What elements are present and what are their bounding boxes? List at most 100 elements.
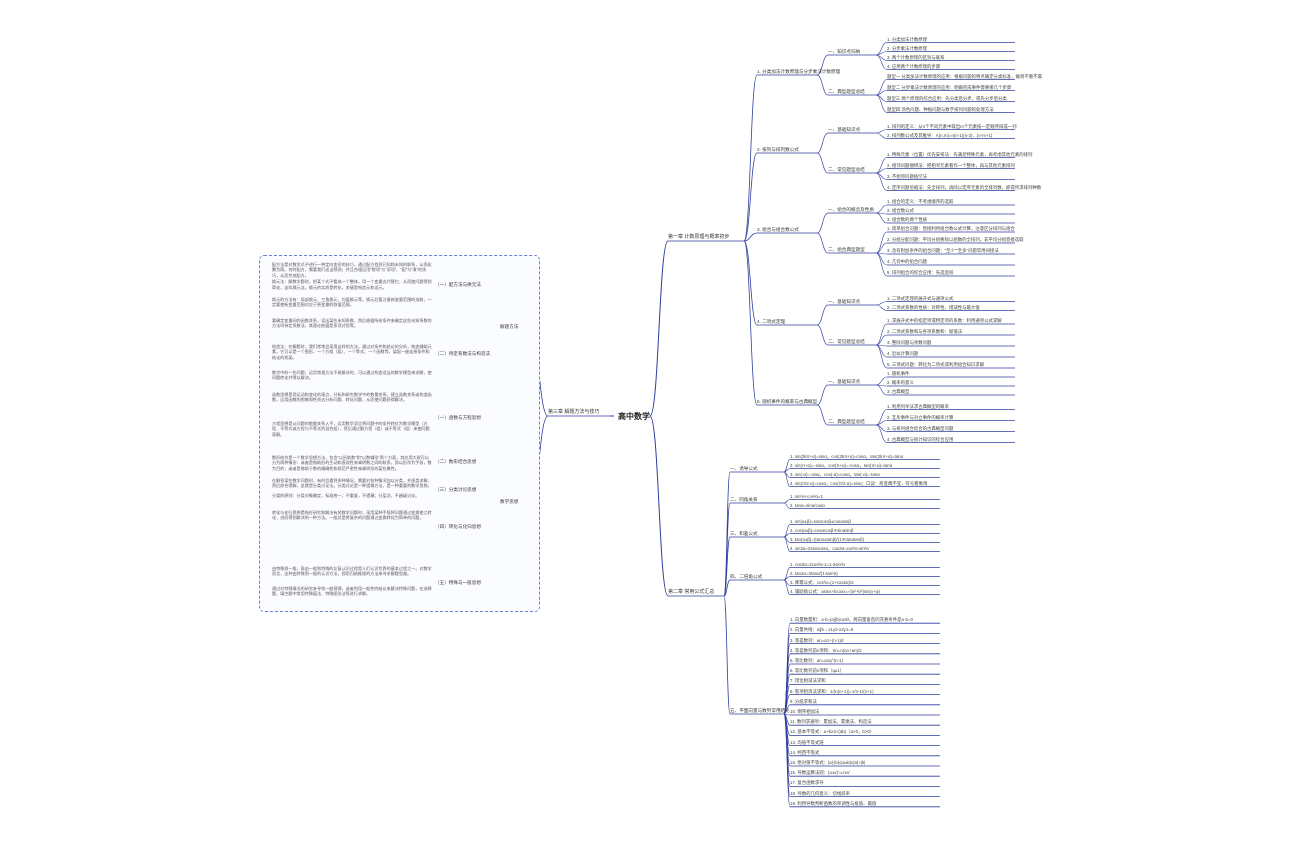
formula-item[interactable]: 4. sin(π/2-α)=cosα，cos(π/2-α)=sinα；口诀：奇变… bbox=[790, 480, 928, 486]
section-group[interactable]: 二、典型题型总结 bbox=[828, 419, 865, 424]
leaf-item[interactable]: 题型二 分步乘法计数原理的应用：明确完成事件需要哪几个步骤 bbox=[887, 84, 1012, 90]
mindmap-root[interactable]: 高中数学 bbox=[618, 412, 650, 421]
formula-item[interactable]: 1. sin(2kπ+α)=sinα，cos(2kπ+α)=cosα，tan(2… bbox=[790, 453, 904, 459]
leaf-item[interactable]: 3. 含有附加条件的组合问题：“至少”“至多”问题常用间接法 bbox=[887, 248, 999, 253]
leaf-item[interactable]: 1. 二项式定理的展开式与通项公式 bbox=[887, 295, 954, 301]
formula-item[interactable]: 5. 等比数列：an=a1q^(n-1) bbox=[790, 658, 843, 663]
chapter-1-section[interactable]: 3. 组合与组合数公式 bbox=[757, 227, 799, 232]
method-part[interactable]: 数学思想 bbox=[500, 499, 519, 504]
chapter-2-section[interactable]: 五、平面向量与数列常用结论 bbox=[730, 708, 790, 713]
formula-item[interactable]: 3. 等差数列：an=a1+(n-1)d bbox=[790, 637, 844, 643]
leaf-item[interactable]: 3. 与排列组合结合的古典概型问题 bbox=[887, 425, 954, 431]
method-sub[interactable]: （三）分类讨论思想 bbox=[435, 487, 477, 492]
formula-item[interactable]: 4. sin2α=2sinαcosα，cos2α=cos²α-sin²α bbox=[790, 545, 869, 551]
leaf-item[interactable]: 1. 分类加法计数原理 bbox=[887, 36, 928, 42]
method-sub[interactable]: （一）配方法与换元法 bbox=[435, 282, 481, 287]
section-group[interactable]: 二、组合典型题型 bbox=[828, 247, 865, 252]
formula-item[interactable]: 4. 辅助角公式：asinx+bcosx=√(a²+b²)sin(x+φ) bbox=[790, 588, 880, 594]
formula-item[interactable]: 2. cos(α±β)=cosαcosβ∓sinαsinβ bbox=[790, 527, 854, 533]
formula-item[interactable]: 2. tan2α=2tanα/(1-tan²α) bbox=[790, 570, 838, 576]
method-sub[interactable]: （二）数形结合思想 bbox=[435, 459, 477, 464]
leaf-item[interactable]: 题型四 涂色问题、种植问题与数字排列问题的处理方法 bbox=[887, 106, 994, 112]
formula-item[interactable]: 6. 等比数列前n项和（q≠1） bbox=[790, 668, 845, 674]
formula-item[interactable]: 15. 绝对值不等式：|a|-|b|≤|a±b|≤|a|+|b| bbox=[790, 760, 866, 765]
formula-item[interactable]: 16. 导数运算法则：(u±v)'=u'±v' bbox=[790, 770, 851, 776]
leaf-item[interactable]: 2. 二项式系数和与各项系数和：赋值法 bbox=[887, 329, 963, 334]
section-group[interactable]: 二、常见题型总结 bbox=[828, 339, 865, 344]
leaf-item[interactable]: 2. 概率的意义 bbox=[887, 380, 914, 385]
leaf-item[interactable]: 1. 求展开式中的指定项或特定项的系数：利用通项公式求解 bbox=[887, 318, 1002, 323]
formula-item[interactable]: 10. 倒序相加法 bbox=[790, 709, 820, 714]
leaf-item[interactable]: 5. 三项式问题：转化为二项式或利用组合知识求解 bbox=[887, 362, 985, 367]
leaf-item[interactable]: 3. 两个计数原理的区别与联系 bbox=[887, 54, 945, 60]
leaf-item[interactable]: 2. 相邻问题捆绑法：把相邻元素看作一个整体，再与其他元素排列 bbox=[887, 162, 1015, 168]
formula-item[interactable]: 11. 数列求通项：累加法、累乘法、构造法 bbox=[790, 719, 872, 725]
formula-item[interactable]: 3. sin(-α)=-sinα，cos(-α)=cosα，tan(-α)=-t… bbox=[790, 471, 880, 477]
chapter-1-section[interactable]: 1. 分类加法计数原理与分步乘法计数原理 bbox=[757, 69, 841, 74]
formula-item[interactable]: 2. sin(π+α)=-sinα，cos(π+α)=-cosα，tan(π+α… bbox=[790, 462, 893, 468]
chapter-1-section[interactable]: 4. 二项式定理 bbox=[757, 319, 786, 324]
formula-item[interactable]: 9. 分组求和法 bbox=[790, 698, 817, 704]
leaf-item[interactable]: 3. 不相邻问题插空法 bbox=[887, 173, 928, 179]
leaf-item[interactable]: 4. 近似计算问题 bbox=[887, 351, 919, 356]
section-group[interactable]: 一、基础知识点 bbox=[828, 379, 861, 384]
leaf-item[interactable]: 3. 古典概型 bbox=[887, 389, 910, 394]
method-sub[interactable]: （五）特殊与一般思想 bbox=[435, 580, 481, 585]
section-group[interactable]: 一、基础知识点 bbox=[828, 299, 861, 304]
leaf-item[interactable]: 2. 分组分配问题：平均分组要除以组数的全排列，非平均分组直接选取 bbox=[887, 237, 1024, 242]
formula-item[interactable]: 17. 复合函数求导 bbox=[790, 780, 824, 786]
leaf-item[interactable]: 1. 特殊元素（位置）优先安排法：先满足特殊元素，再考虑其他元素的排列 bbox=[887, 151, 1033, 157]
section-group[interactable]: 一、组合的概念及性质 bbox=[828, 207, 874, 212]
formula-item[interactable]: 4. 等差数列前n项和：Sn=n(a1+an)/2 bbox=[790, 647, 862, 653]
chapter-2-section[interactable]: 四、二倍角公式 bbox=[730, 574, 763, 579]
method-sub[interactable]: （一）函数与方程思想 bbox=[435, 415, 481, 420]
formula-item[interactable]: 1. cos2α=2cos²α-1=1-2sin²α bbox=[790, 561, 845, 567]
formula-item[interactable]: 1. sin(α±β)=sinαcosβ±cosαsinβ bbox=[790, 518, 851, 524]
chapter-2-section[interactable]: 三、和差公式 bbox=[730, 531, 758, 536]
formula-item[interactable]: 19. 利用导数判断函数的单调性与极值、最值 bbox=[790, 800, 877, 806]
formula-item[interactable]: 1. 向量数量积：a·b=|a||b|cosθ，两向量垂直的充要条件是a·b=0 bbox=[790, 617, 913, 623]
chapter-3-node[interactable]: 第三章 解题方法与技巧 bbox=[548, 409, 600, 415]
chapter-1-section[interactable]: 2. 排列与排列数公式 bbox=[757, 147, 799, 152]
formula-item[interactable]: 13. 均值不等式链 bbox=[790, 739, 824, 745]
leaf-item[interactable]: 3. 组合数的两个性质 bbox=[887, 217, 928, 222]
formula-item[interactable]: 14. 柯西不等式 bbox=[790, 749, 820, 755]
formula-item[interactable]: 18. 导数的几何意义：切线斜率 bbox=[790, 790, 851, 796]
formula-item[interactable]: 7. 错位相减法求和 bbox=[790, 678, 826, 684]
leaf-item[interactable]: 2. 排列数公式及其推导：A(n,m)=n(n-1)(n-2)…(n-m+1) bbox=[887, 132, 993, 138]
leaf-item[interactable]: 题型三 两个原理的综合应用：先分类后分步，或先分步后分类 bbox=[887, 95, 1007, 101]
section-group[interactable]: 一、知识点归纳 bbox=[828, 49, 861, 54]
leaf-item[interactable]: 3. 整除问题与余数问题 bbox=[887, 340, 932, 345]
leaf-item[interactable]: 1. 随机事件 bbox=[887, 371, 910, 376]
formula-item[interactable]: 2. 向量共线：a∥b⇔x1y2-x2y1=0 bbox=[790, 627, 854, 633]
formula-item[interactable]: 2. tanα=sinα/cosα bbox=[790, 502, 825, 508]
leaf-item[interactable]: 5. 排列组合的综合应用：先选后排 bbox=[887, 270, 954, 275]
leaf-item[interactable]: 2. 互斥事件与对立事件的概率计算 bbox=[887, 414, 954, 420]
chapter-1-node[interactable]: 第一章 计数原理与概率初步 bbox=[668, 234, 730, 240]
leaf-item[interactable]: 4. 定序问题倍缩法：先全排列，再除以定序元素的全排列数，即得所求排列种数 bbox=[887, 184, 1042, 190]
leaf-item[interactable]: 1. 组合的定义：不考虑顺序的选取 bbox=[887, 199, 954, 204]
method-sub[interactable]: （四）转化与化归思想 bbox=[435, 524, 481, 529]
leaf-item[interactable]: 4. 古典概型与统计知识的综合应用 bbox=[887, 436, 954, 442]
leaf-item[interactable]: 题型一 分类加法计数原理的应用：根据问题的特点确定分类标准，做到不重不漏 bbox=[887, 73, 1042, 79]
method-sub[interactable]: （二）待定系数法与构造法 bbox=[435, 351, 491, 356]
chapter-2-section[interactable]: 二、同角关系 bbox=[730, 497, 758, 502]
leaf-item[interactable]: 4. 应用两个计数原理的步骤 bbox=[887, 63, 941, 69]
formula-item[interactable]: 1. sin²α+cos²α=1 bbox=[790, 493, 823, 499]
formula-item[interactable]: 8. 裂项相消法求和：1/(n(n+1))=1/n-1/(n+1) bbox=[790, 688, 874, 694]
formula-item[interactable]: 3. 降幂公式：cos²α=(1+cos2α)/2 bbox=[790, 579, 854, 585]
section-group[interactable]: 二、常见题型总结 bbox=[828, 167, 865, 172]
leaf-item[interactable]: 4. 几何中的组合问题 bbox=[887, 259, 928, 264]
method-part[interactable]: 解题方法 bbox=[500, 324, 519, 329]
section-group[interactable]: 二、典型题型总结 bbox=[828, 89, 865, 94]
chapter-2-section[interactable]: 一、诱导公式 bbox=[730, 466, 758, 471]
leaf-item[interactable]: 1. 简单组合问题：直接利用组合数公式计算，注意区分排列与组合 bbox=[887, 226, 1015, 231]
leaf-item[interactable]: 2. 分步乘法计数原理 bbox=[887, 45, 928, 51]
formula-item[interactable]: 3. tan(α±β)=(tanα±tanβ)/(1∓tanαtanβ) bbox=[790, 536, 865, 542]
leaf-item[interactable]: 2. 组合数公式 bbox=[887, 208, 914, 213]
leaf-item[interactable]: 2. 二项式系数的性质：对称性、增减性与最大值 bbox=[887, 304, 980, 310]
chapter-2-node[interactable]: 第二章 常用公式汇总 bbox=[668, 589, 715, 595]
leaf-item[interactable]: 1. 排列的定义：从n个不同元素中取出m个元素按一定顺序排成一列 bbox=[887, 123, 1017, 129]
formula-item[interactable]: 12. 基本不等式：a+b≥2√(ab)（a>0，b>0） bbox=[790, 729, 875, 735]
leaf-item[interactable]: 1. 利用列举法求古典概型的概率 bbox=[887, 403, 949, 409]
